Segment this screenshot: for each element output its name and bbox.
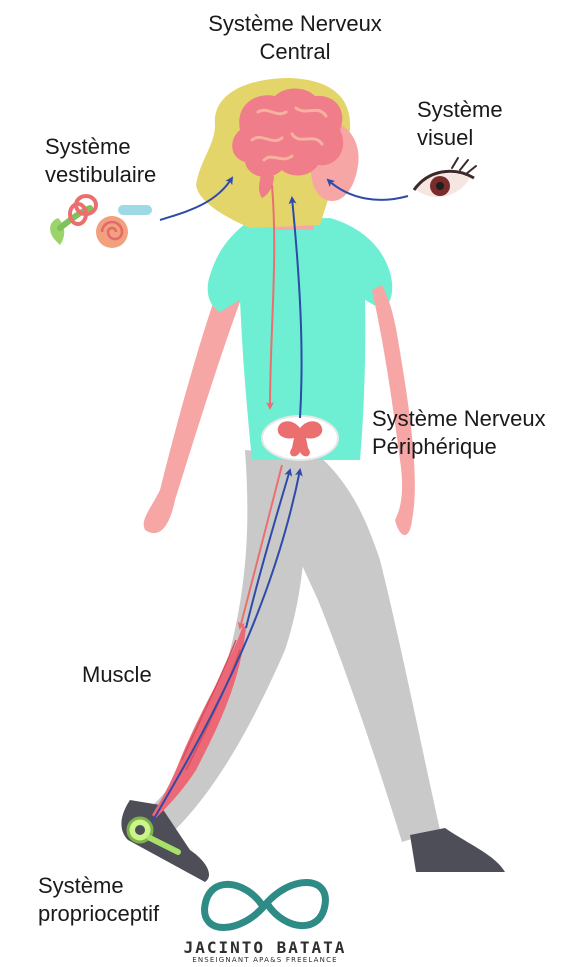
- snc-line1: Système Nerveux: [185, 10, 405, 38]
- vestibular-line2: vestibulaire: [45, 161, 156, 189]
- visual-line1: Système: [417, 96, 503, 124]
- proprioceptive-system-label: Système proprioceptif: [38, 872, 159, 928]
- infinity-logo-icon: [205, 883, 326, 928]
- inner-ear-icon: [50, 196, 152, 248]
- snp-line1: Système Nerveux: [372, 405, 546, 433]
- central-nervous-system-label: Système Nerveux Central: [185, 10, 405, 66]
- proprio-line1: Système: [38, 872, 159, 900]
- brand-tagline: ENSEIGNANT APA&S FREELANCE: [150, 956, 380, 964]
- brand-name: JACINTO BATATA: [150, 938, 380, 957]
- back-shoe: [410, 828, 505, 872]
- vestibular-system-label: Système vestibulaire: [45, 133, 156, 189]
- proprio-line2: proprioceptif: [38, 900, 159, 928]
- spinal-cord-icon: [262, 416, 338, 460]
- muscle-label: Muscle: [82, 661, 152, 689]
- snp-line2: Périphérique: [372, 433, 546, 461]
- visual-line2: visuel: [417, 124, 503, 152]
- eye-icon: [414, 158, 476, 197]
- peripheral-nervous-system-label: Système Nerveux Périphérique: [372, 405, 546, 461]
- snc-line2: Central: [185, 38, 405, 66]
- visual-system-label: Système visuel: [417, 96, 503, 152]
- vestibular-line1: Système: [45, 133, 156, 161]
